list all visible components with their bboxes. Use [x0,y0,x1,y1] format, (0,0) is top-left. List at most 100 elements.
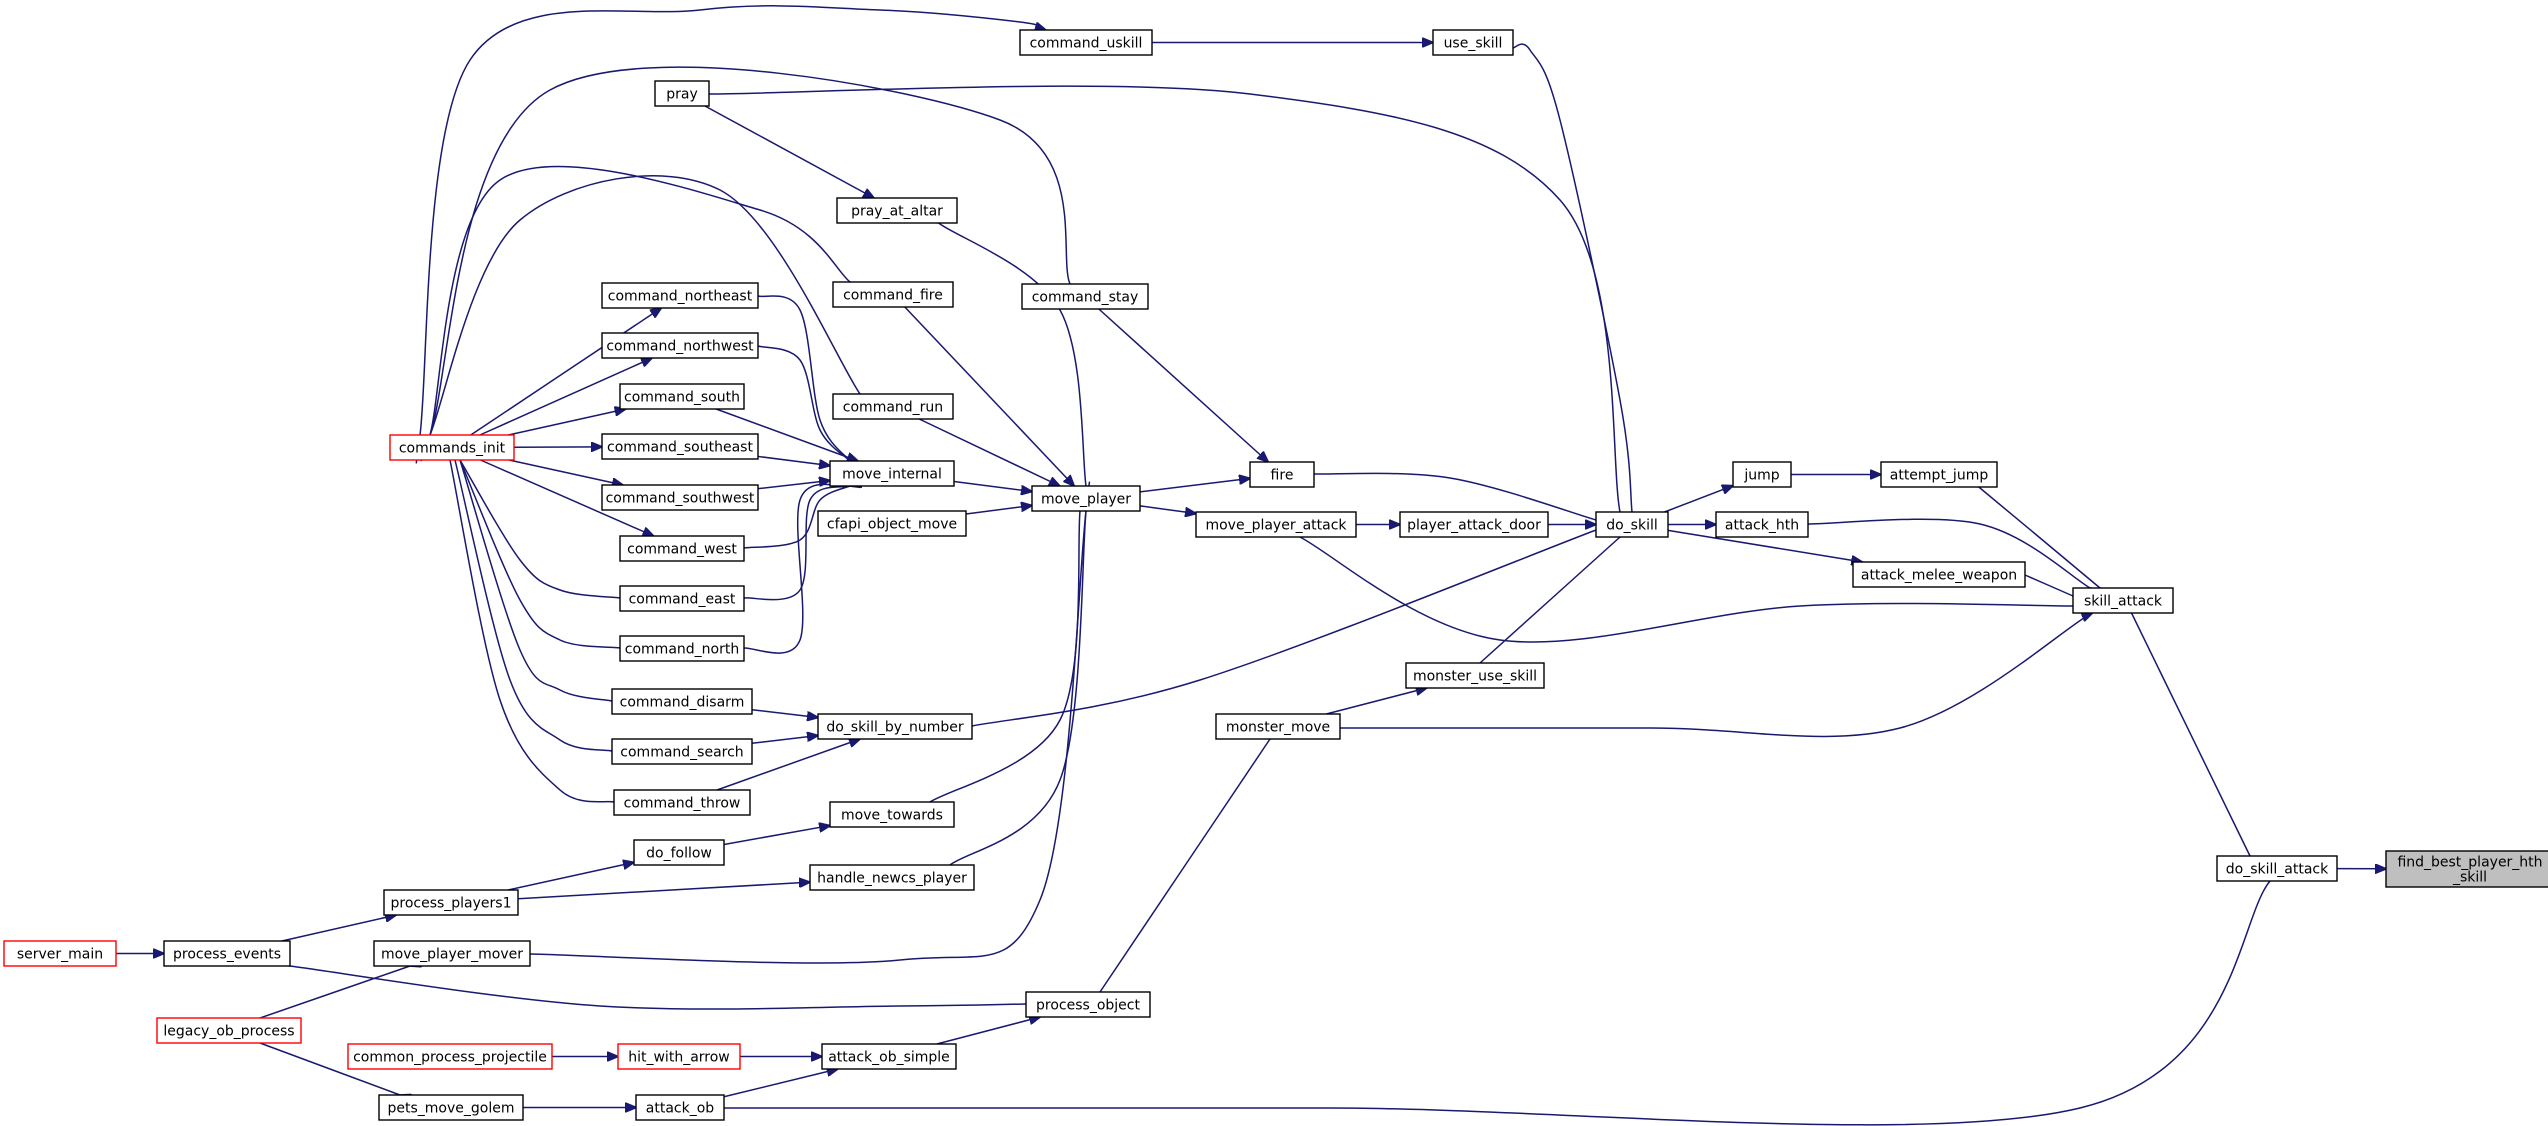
node-command-southwest[interactable]: command_southwest [601,484,759,511]
node-label: common_process_projectile [353,1050,547,1066]
node-move-towards[interactable]: move_towards [829,801,955,828]
node-command-west[interactable]: command_west [619,535,745,562]
node-command-northeast[interactable]: command_northeast [601,282,759,309]
node-command-search[interactable]: command_search [611,738,753,765]
node-command-southeast[interactable]: command_southeast [601,433,759,460]
node-label: command_northeast [608,289,753,305]
node-move-internal[interactable]: move_internal [829,460,955,487]
node-box [1019,29,1153,56]
edge-command_stay-to-fire [1098,308,1268,462]
node-server-main[interactable]: server_main [3,940,117,967]
edge-path [424,165,857,455]
node-box [2385,850,2548,888]
node-command-east[interactable]: command_east [619,585,745,612]
node-box [601,433,759,460]
node-command-fire[interactable]: command_fire [832,281,954,308]
node-hit-with-arrow[interactable]: hit_with_arrow [617,1043,741,1070]
edge-path [954,518,1627,731]
node-process-players1[interactable]: process_players1 [383,889,519,916]
node-box [1432,29,1514,56]
node-label: command_northwest [606,339,754,355]
edge-command_northeast-to-move_internal [754,294,852,464]
node-box [633,839,725,866]
node-move-player-mover[interactable]: move_player_mover [373,940,531,967]
node-monster-use-skill[interactable]: monster_use_skill [1405,662,1545,689]
node-box [1215,713,1341,740]
edge-path [415,5,1045,464]
node-box [1021,283,1149,310]
edge-process_players1-to-handle_newcs_player [517,882,810,900]
node-command-stay[interactable]: command_stay [1021,283,1149,310]
edge-do_skill-to-jump [1664,486,1734,513]
node-box [619,635,745,662]
edge-move_player_mover-to-move_player [501,481,1090,964]
node-attack-hth[interactable]: attack_hth [1715,511,1809,538]
node-pray-at-altar[interactable]: pray_at_altar [836,197,958,224]
node-process-events[interactable]: process_events [163,940,291,967]
node-commands-init[interactable]: commands_init [389,434,515,461]
edge-path [248,962,421,1023]
node-label: handle_newcs_player [817,871,967,887]
node-use-skill[interactable]: use_skill [1432,29,1514,56]
node-label: move_internal [842,467,942,483]
node-handle-newcs-player[interactable]: handle_newcs_player [809,864,975,891]
edge-path [1139,505,1196,514]
node-box [617,1043,741,1070]
node-label: legacy_ob_process [163,1024,294,1040]
node-find-best-player-hth-skill[interactable]: find_best_player_hth_skill [2385,850,2548,888]
node-command-run[interactable]: command_run [832,393,954,420]
node-box [1399,511,1549,538]
node-command-northwest[interactable]: command_northwest [601,332,759,359]
edge-move_towards-to-move_player [919,494,1081,809]
node-label: monster_use_skill [1413,669,1537,685]
node-box [619,535,745,562]
node-do-skill-by-number[interactable]: do_skill_by_number [817,713,973,740]
edge-path [1326,688,1426,715]
node-monster-move[interactable]: monster_move [1215,713,1341,740]
edge-path [723,826,830,846]
node-attack-ob[interactable]: attack_ob [635,1094,725,1121]
node-skill-attack[interactable]: skill_attack [2072,587,2174,614]
node-box [611,688,753,715]
node-do-skill-attack[interactable]: do_skill_attack [2216,855,2338,882]
node-attack-ob-simple[interactable]: attack_ob_simple [821,1043,957,1070]
edge-move_player-to-fire [1139,478,1250,493]
node-fire[interactable]: fire [1249,461,1315,488]
node-label: do_skill_by_number [826,720,964,736]
edge-monster_use_skill-to-do_skill [1468,528,1631,673]
edge-cfapi_object_move-to-move_player [965,505,1032,515]
edge-commands_init-to-command_northeast [470,308,662,436]
node-pray[interactable]: pray [654,80,710,107]
edge-path [501,481,1090,964]
node-command-throw[interactable]: command_throw [613,789,751,816]
edge-path [751,708,818,718]
node-process-object[interactable]: process_object [1025,991,1151,1018]
node-command-disarm[interactable]: command_disarm [611,688,753,715]
node-box [829,460,955,487]
node-label: command_north [625,642,739,658]
node-jump[interactable]: jump [1732,461,1792,488]
node-command-south[interactable]: command_south [619,383,745,410]
node-move-player[interactable]: move_player [1031,485,1141,512]
node-attempt-jump[interactable]: attempt_jump [1880,461,1998,488]
node-do-skill[interactable]: do_skill [1595,511,1669,538]
node-command-uskill[interactable]: command_uskill [1019,29,1153,56]
node-box [611,738,753,765]
node-box [1025,991,1151,1018]
node-box [832,393,954,420]
node-move-player-attack[interactable]: move_player_attack [1195,511,1357,538]
node-command-north[interactable]: command_north [619,635,745,662]
node-player-attack-door[interactable]: player_attack_door [1399,511,1549,538]
node-legacy-ob-process[interactable]: legacy_ob_process [156,1017,302,1044]
edge-path [508,459,623,485]
node-box [1715,511,1809,538]
edge-path [420,66,1075,462]
node-pets-move-golem[interactable]: pets_move_golem [378,1094,524,1121]
node-do-follow[interactable]: do_follow [633,839,725,866]
node-common-process-projectile[interactable]: common_process_projectile [347,1043,553,1070]
edge-path [507,862,634,891]
node-attack-melee-weapon[interactable]: attack_melee_weapon [1852,561,2026,588]
node-cfapi-object-move[interactable]: cfapi_object_move [817,510,967,537]
node-label: do_skill_attack [2226,862,2329,878]
